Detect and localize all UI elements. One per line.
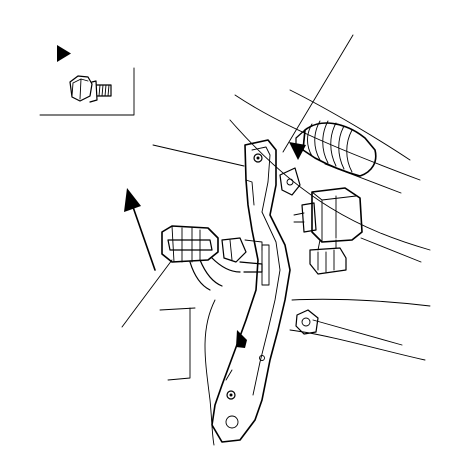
contour-upper-1 bbox=[234, 94, 421, 181]
contour-left-2 bbox=[167, 307, 191, 381]
hose-clamp bbox=[295, 309, 319, 335]
contour-upper-2 bbox=[289, 89, 411, 161]
leader-relay bbox=[360, 237, 422, 263]
body-contours bbox=[159, 89, 431, 446]
contour-lower-2 bbox=[289, 329, 426, 361]
contour-left-3 bbox=[204, 299, 216, 446]
bracket-upper-mount-bolt bbox=[253, 153, 263, 163]
contour-upper-3 bbox=[229, 119, 431, 251]
legend-triangle-icon bbox=[57, 45, 71, 62]
contour-lower-1 bbox=[291, 298, 431, 307]
leader-clamp bbox=[312, 319, 403, 346]
harness-clip bbox=[221, 237, 263, 273]
callout-leaders bbox=[121, 34, 422, 346]
hose-bracket-clip bbox=[279, 167, 301, 196]
flange-bolt-icon bbox=[69, 75, 112, 103]
mounting-bracket bbox=[211, 139, 291, 443]
leader-hose bbox=[324, 163, 402, 194]
contour-left-1 bbox=[159, 307, 196, 311]
legend-frame bbox=[39, 67, 135, 116]
legend-box bbox=[39, 45, 135, 116]
bracket-slot bbox=[261, 244, 270, 286]
leader-connector bbox=[121, 259, 173, 328]
marker-triangle-lower-icon bbox=[236, 330, 247, 348]
corrugated-hose bbox=[295, 120, 377, 177]
relay-module bbox=[293, 187, 363, 275]
leader-bracket bbox=[152, 144, 245, 167]
bracket-lower-mount-bolt bbox=[226, 390, 236, 400]
bracket-lower-hole bbox=[225, 415, 239, 429]
leader-bracket-bolt bbox=[282, 34, 354, 153]
direction-arrow bbox=[124, 188, 156, 271]
marker-triangle-upper-icon bbox=[289, 142, 306, 160]
harness-connector bbox=[161, 225, 241, 291]
